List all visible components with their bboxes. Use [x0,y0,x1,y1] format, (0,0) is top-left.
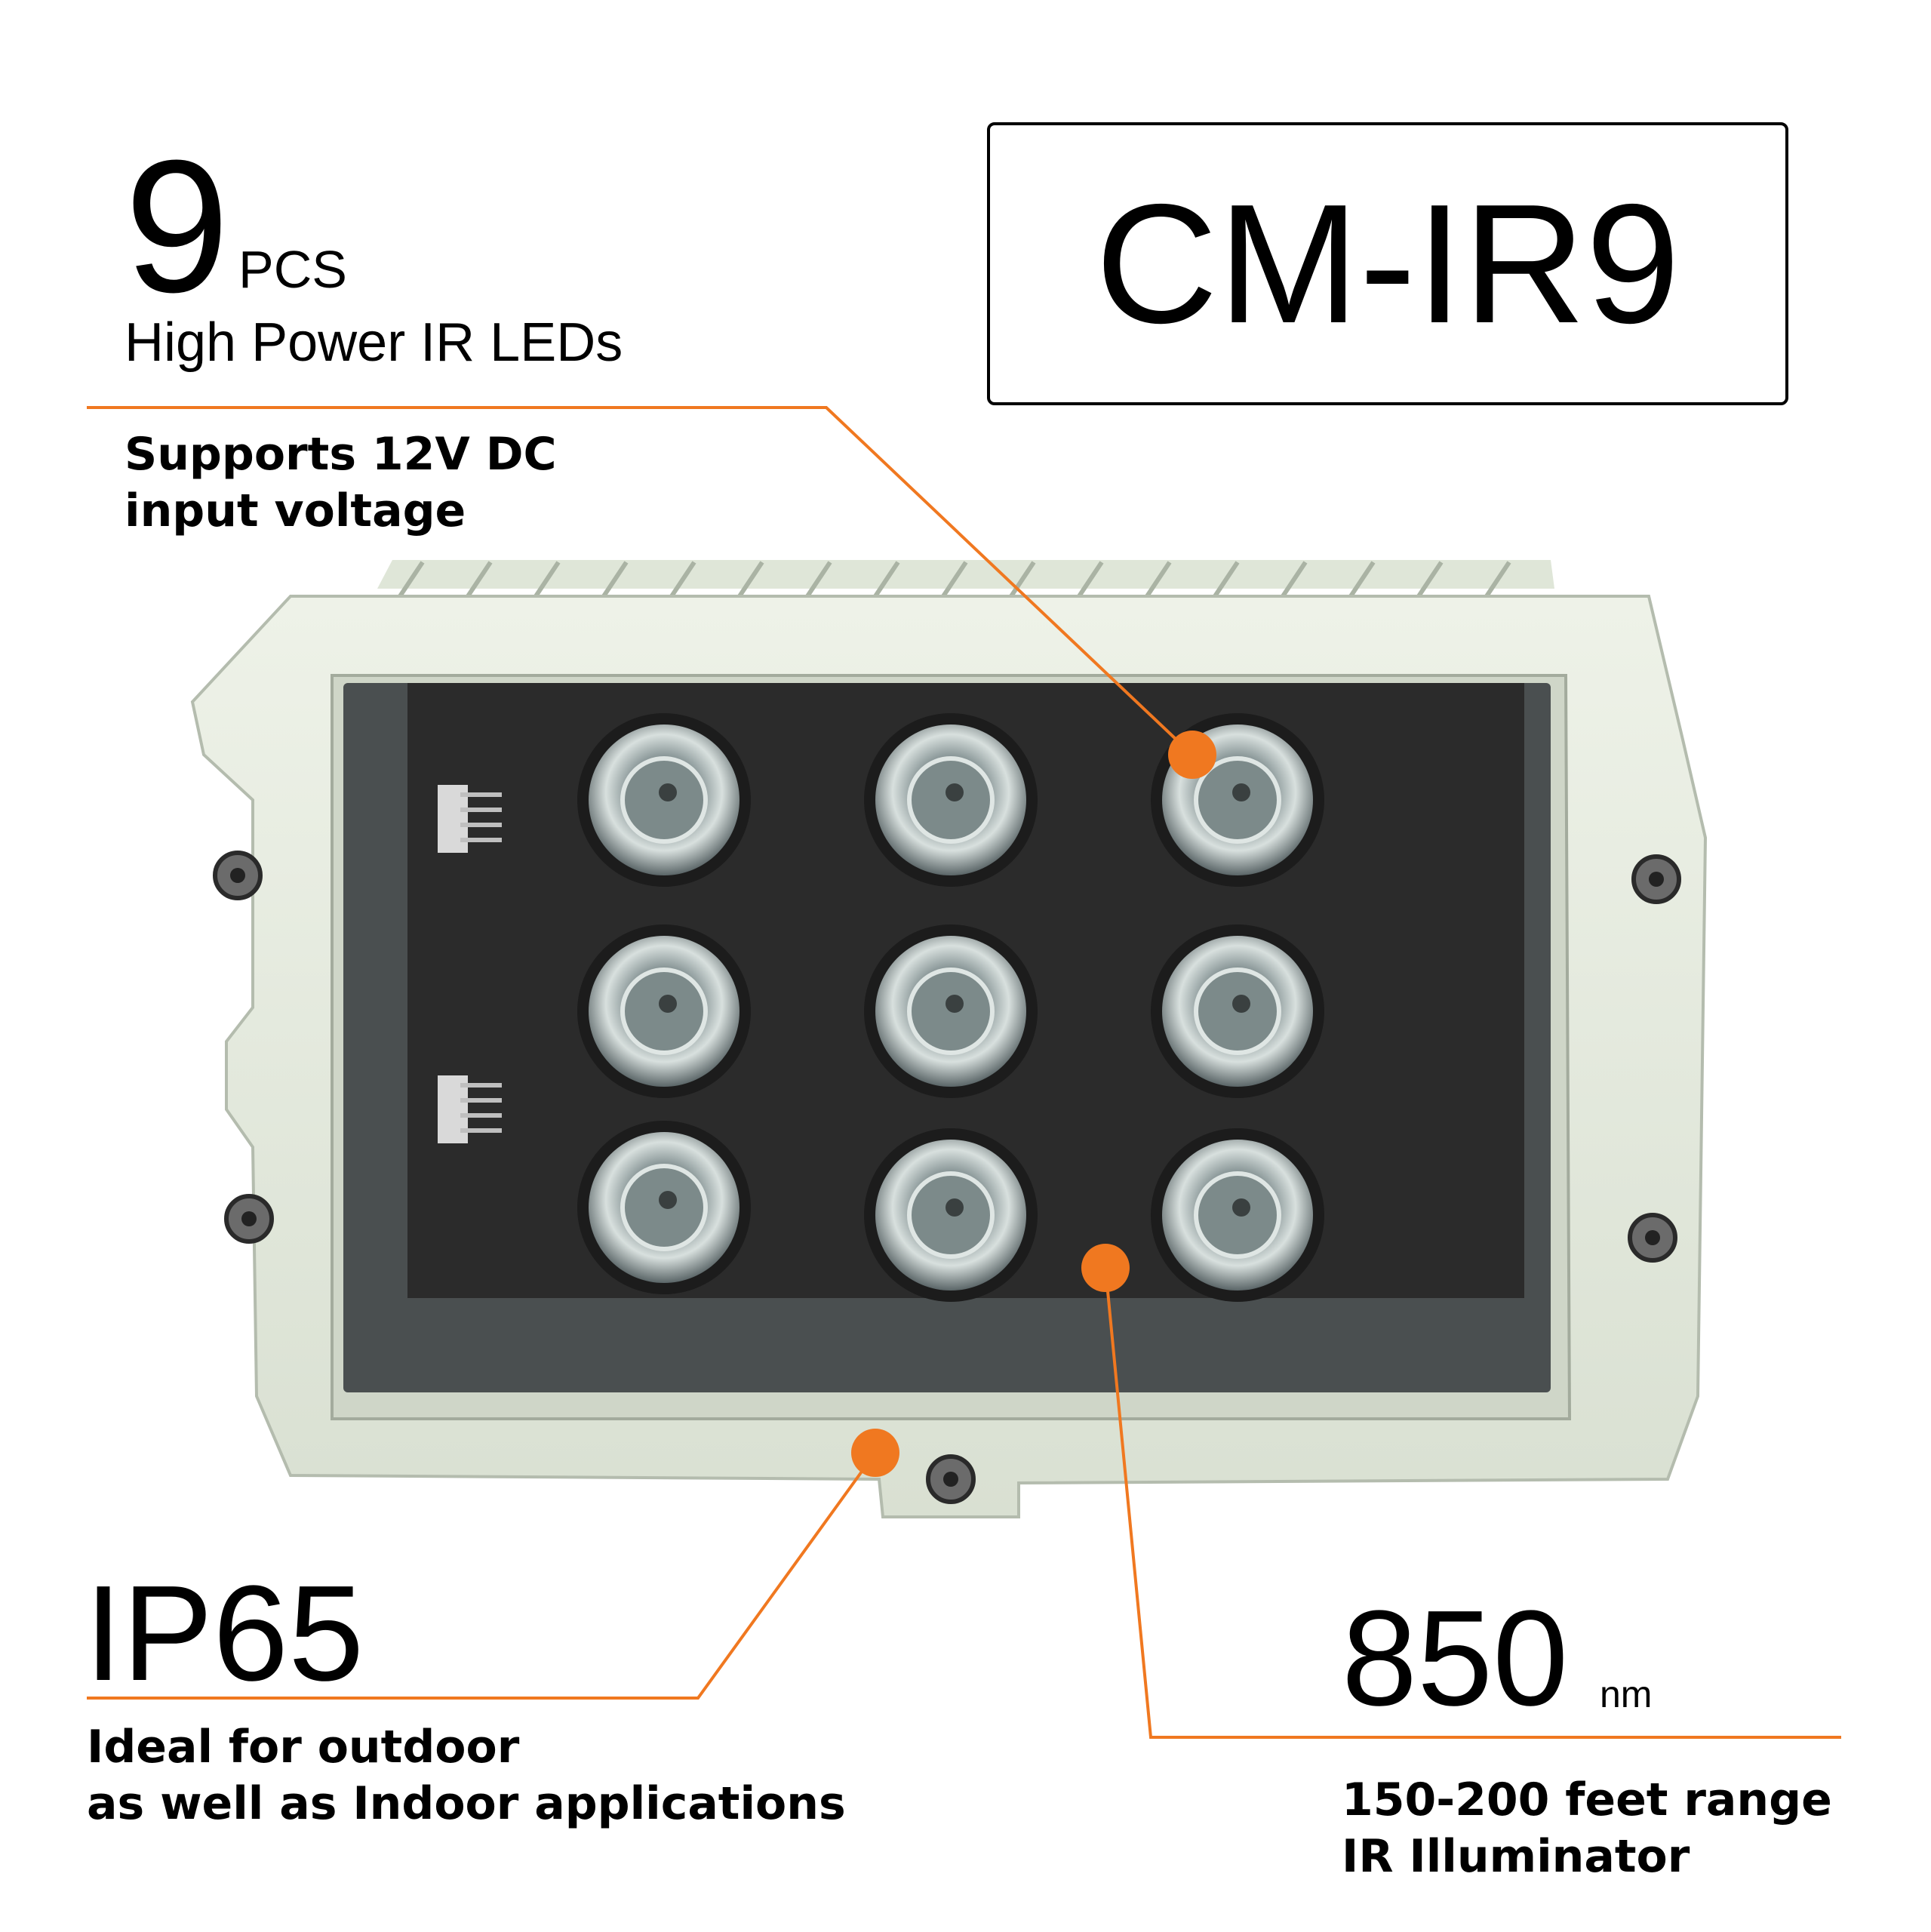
model-box: CM-IR9 [987,122,1788,405]
range-line-2: IR Illuminator [1342,1830,1690,1883]
ip-rating-description: Ideal for outdoor as well as Indoor appl… [87,1719,846,1832]
led-lens-icon [577,1121,751,1294]
led-lens-icon [577,713,751,887]
voltage-line-2: input voltage [125,485,466,537]
led-lens-icon [864,713,1038,887]
led-lens-icon [577,924,751,1098]
voltage-line-1: Supports 12V DC [125,428,557,481]
wavelength-unit: nm [1600,1673,1653,1715]
voltage-spec: Supports 12V DC input voltage [125,426,557,540]
led-count-number: 9 [125,121,230,331]
wavelength-value: 850 [1342,1583,1569,1734]
connector-pins-icon [438,785,502,1143]
callout-lines [87,406,1841,1739]
ip-rating-line-1: Ideal for outdoor [87,1721,520,1774]
range-description: 150-200 feet range IR Illuminator [1342,1772,1832,1885]
model-name: CM-IR9 [1095,168,1680,358]
led-array [577,713,1324,1302]
led-lens-icon [864,924,1038,1098]
callout-dot-icon [851,731,1216,1477]
led-lens-icon [1151,1128,1324,1302]
led-count-unit: PCS [238,240,347,299]
led-count-caption: High Power IR LEDs [125,312,623,373]
led-lens-icon [1151,924,1324,1098]
range-line-1: 150-200 feet range [1342,1774,1832,1826]
ip-rating: IP65 [85,1558,364,1709]
led-lens-icon [864,1128,1038,1302]
heat-sink-fins [377,560,1554,598]
ip-rating-line-2: as well as Indoor applications [87,1777,846,1830]
screw-icon [213,851,1681,1504]
